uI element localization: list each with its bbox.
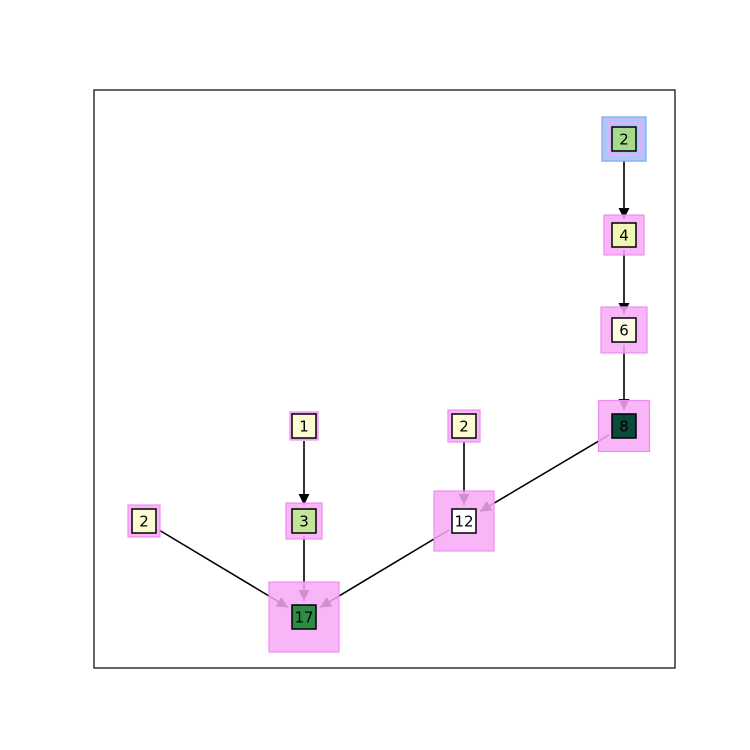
plot-frame xyxy=(93,89,676,669)
node-label-n_3: 3 xyxy=(299,513,309,531)
node-n_8: 8 xyxy=(597,399,651,453)
node-label-n_12: 12 xyxy=(454,513,473,531)
node-label-n_left2: 2 xyxy=(139,513,149,531)
edge-n_left2-to-n_17 xyxy=(158,529,289,609)
node-label-n_4: 4 xyxy=(619,227,629,245)
node-n_6: 6 xyxy=(600,306,648,354)
edge-layer xyxy=(158,154,630,609)
node-label-n_top2: 2 xyxy=(619,131,629,149)
node-label-n_17: 17 xyxy=(294,609,313,627)
node-label-n_6: 6 xyxy=(619,322,629,340)
node-n_left2: 2 xyxy=(127,504,161,538)
node-n_mid2: 2 xyxy=(447,409,481,443)
node-n_17: 17 xyxy=(268,581,340,653)
node-label-n_8: 8 xyxy=(619,418,629,436)
edge-n_12-to-n_17 xyxy=(319,529,450,609)
node-box-n_top2 xyxy=(611,126,637,152)
node-label-n_1: 1 xyxy=(299,418,309,436)
node-box-n_left2 xyxy=(131,508,157,534)
node-box-n_mid2 xyxy=(451,413,477,439)
node-box-n_6 xyxy=(611,317,637,343)
node-box-n_8 xyxy=(611,413,637,439)
node-box-n_12 xyxy=(451,508,477,534)
node-n_12: 12 xyxy=(433,490,495,552)
node-n_3: 3 xyxy=(285,502,323,540)
node-n_4: 4 xyxy=(603,214,645,256)
node-n_top2: 2 xyxy=(601,116,647,162)
node-box-n_17 xyxy=(291,604,317,630)
node-halo-n_top2 xyxy=(607,122,641,156)
node-box-n_1 xyxy=(291,413,317,439)
node-label-n_mid2: 2 xyxy=(459,418,469,436)
edge-n_8-to-n_12 xyxy=(479,434,610,513)
node-n_1: 1 xyxy=(289,411,319,441)
node-box-n_3 xyxy=(291,508,317,534)
node-box-n_4 xyxy=(611,222,637,248)
